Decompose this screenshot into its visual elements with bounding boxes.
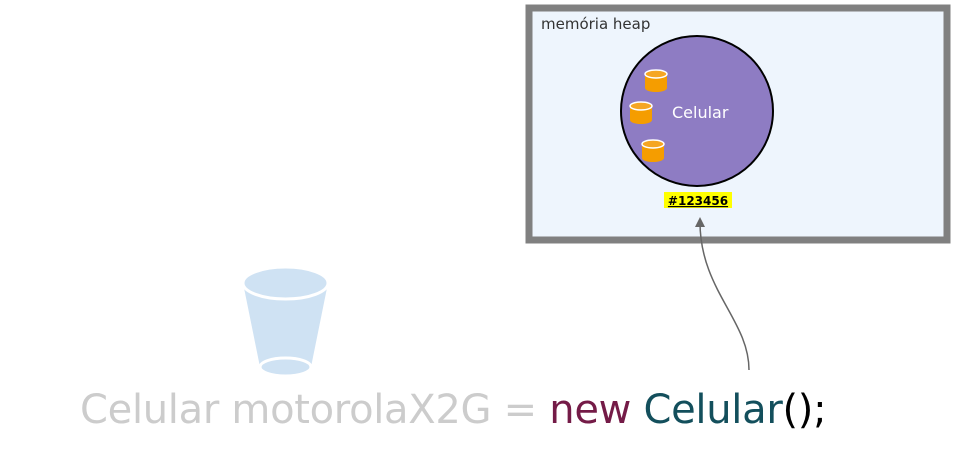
code-variable-name: motorolaX2G bbox=[231, 387, 492, 433]
code-equals: = bbox=[503, 387, 538, 433]
code-type-name: Celular bbox=[80, 387, 219, 433]
code-call-suffix: (); bbox=[782, 387, 827, 433]
address-highlight bbox=[664, 192, 732, 208]
cup-icon bbox=[241, 265, 330, 378]
reference-arrow bbox=[695, 217, 750, 371]
cylinder-icon bbox=[629, 101, 653, 124]
heap-memory-label: memória heap bbox=[541, 15, 650, 33]
code-keyword-new: new bbox=[549, 387, 632, 433]
object-address: #123456 bbox=[668, 194, 728, 208]
code-statement: Celular motorolaX2G = new Celular(); bbox=[80, 382, 827, 438]
cylinder-icon bbox=[641, 139, 665, 162]
code-constructor-name: Celular bbox=[643, 387, 783, 433]
cylinder-icon bbox=[644, 69, 668, 92]
object-class-label: Celular bbox=[672, 103, 729, 122]
